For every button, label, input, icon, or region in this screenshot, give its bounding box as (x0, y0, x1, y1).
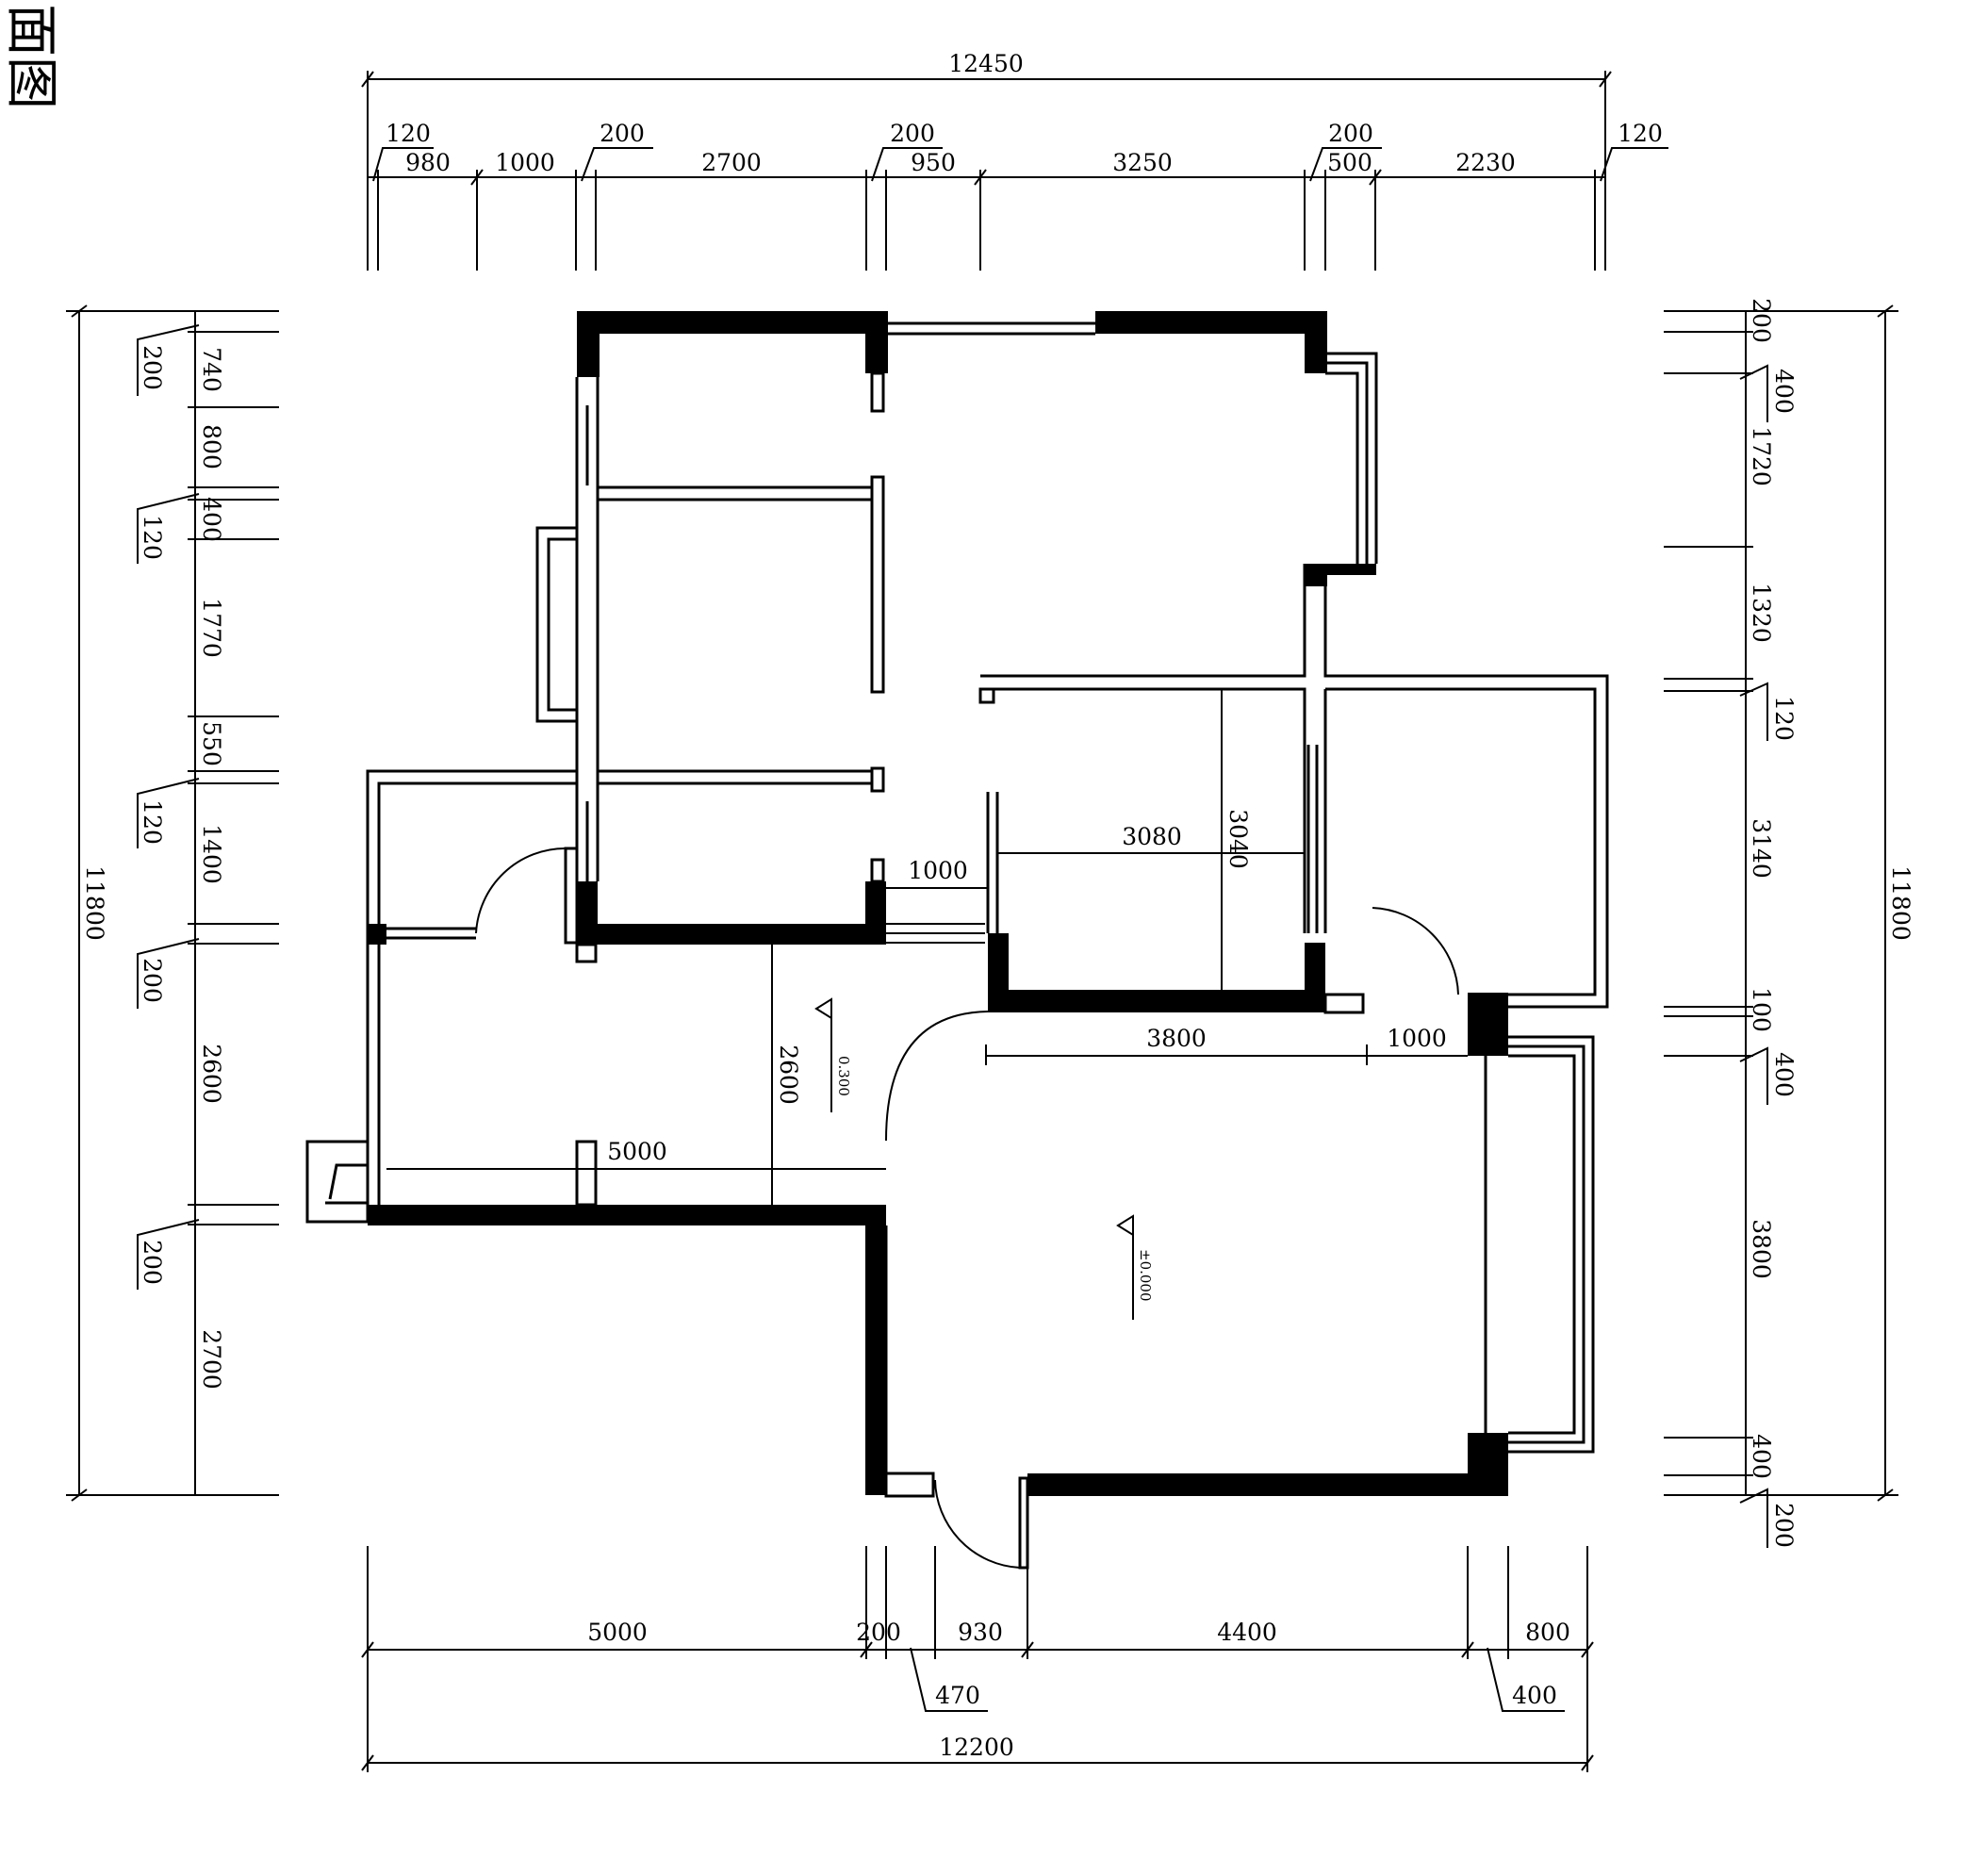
dim-left-200c: 200 (139, 1240, 166, 1285)
level-label-upper: 0.300 (835, 1056, 852, 1096)
dim-top-200a: 200 (600, 120, 645, 147)
dim-left-200b: 200 (139, 958, 166, 1003)
dim-bottom-total: 12200 (939, 1734, 1014, 1761)
structural-walls (368, 311, 1508, 1496)
dim-inner-3080: 3080 (1122, 823, 1182, 850)
dim-left-1400: 1400 (198, 824, 225, 884)
dim-top-950: 950 (911, 149, 956, 176)
drawing-title-fragment: 面图 (0, 4, 61, 109)
dim-top-980: 980 (405, 149, 451, 176)
dim-top-500: 500 (1327, 149, 1372, 176)
dim-top-120a: 120 (386, 120, 431, 147)
dim-inner-1000a: 1000 (908, 857, 968, 884)
opening-curve (885, 1011, 989, 1142)
dim-left-800: 800 (198, 424, 225, 469)
bottom-dimension-chain: 12200 5000 200 930 4400 800 470 400 (361, 1546, 1594, 1772)
dim-left-total: 11800 (81, 865, 108, 941)
dim-top-2230: 2230 (1455, 149, 1516, 176)
dim-right-3140: 3140 (1748, 818, 1775, 879)
dim-bottom-800: 800 (1525, 1619, 1570, 1646)
dim-bottom-400: 400 (1512, 1682, 1557, 1709)
doors (475, 847, 1459, 1569)
inner-dimensions: 3080 3040 1000 3800 1000 2600 5000 (386, 689, 1468, 1205)
dim-inner-3040: 3040 (1224, 809, 1252, 869)
dim-right-400b: 400 (1770, 1052, 1798, 1097)
top-dimension-chain: 12450 120 980 1000 200 2700 200 950 3250… (361, 50, 1668, 271)
dim-right-1720: 1720 (1748, 426, 1775, 486)
dim-inner-5000: 5000 (607, 1138, 667, 1165)
left-dimension-chain: 11800 200 740 800 400 120 1770 550 120 1… (66, 304, 279, 1502)
dim-left-2700: 2700 (198, 1329, 225, 1390)
dim-left-550: 550 (198, 721, 225, 766)
dim-left-120a: 120 (139, 515, 166, 560)
dim-right-200b: 200 (1770, 1503, 1798, 1548)
dim-inner-1000b: 1000 (1387, 1025, 1447, 1052)
level-marker-upper: 0.300 (814, 997, 852, 1112)
dim-bottom-5000: 5000 (587, 1619, 648, 1646)
dim-right-100: 100 (1748, 987, 1775, 1032)
dim-top-1000: 1000 (495, 149, 555, 176)
dim-right-1320: 1320 (1748, 583, 1775, 643)
dim-bottom-470: 470 (935, 1682, 980, 1709)
dim-right-120: 120 (1770, 696, 1798, 741)
dim-inner-2600: 2600 (775, 1044, 802, 1105)
dim-top-total: 12450 (948, 50, 1024, 77)
dim-left-200a: 200 (139, 345, 166, 390)
dim-right-total: 11800 (1887, 865, 1914, 941)
door-arc-bath (1372, 907, 1459, 995)
door-arc-entry (934, 1479, 1021, 1569)
dim-left-740: 740 (198, 347, 225, 392)
partitions (305, 321, 1609, 1570)
level-marker-lower: ±0.000 (1116, 1214, 1154, 1320)
dim-bottom-930: 930 (958, 1619, 1003, 1646)
level-label-lower: ±0.000 (1137, 1249, 1154, 1302)
door-arc-balcony (475, 847, 567, 934)
dim-top-120b: 120 (1618, 120, 1663, 147)
dim-top-3250: 3250 (1112, 149, 1173, 176)
dim-right-200: 200 (1748, 298, 1775, 343)
dim-top-200b: 200 (890, 120, 935, 147)
dim-bottom-4400: 4400 (1217, 1619, 1277, 1646)
dim-inner-3800: 3800 (1146, 1025, 1207, 1052)
dim-left-1770: 1770 (198, 598, 225, 658)
dim-left-400: 400 (198, 497, 225, 542)
dim-top-2700: 2700 (701, 149, 762, 176)
dim-right-400c: 400 (1748, 1434, 1775, 1479)
dim-bottom-200: 200 (856, 1619, 901, 1646)
dim-right-3800: 3800 (1748, 1219, 1775, 1279)
dim-left-120b: 120 (139, 799, 166, 845)
right-dimension-chain: 11800 200 400 1720 1320 120 3140 100 400… (1664, 298, 1914, 1548)
dim-right-400a: 400 (1770, 369, 1798, 414)
dim-top-200c: 200 (1328, 120, 1373, 147)
dim-left-2600: 2600 (198, 1044, 225, 1104)
